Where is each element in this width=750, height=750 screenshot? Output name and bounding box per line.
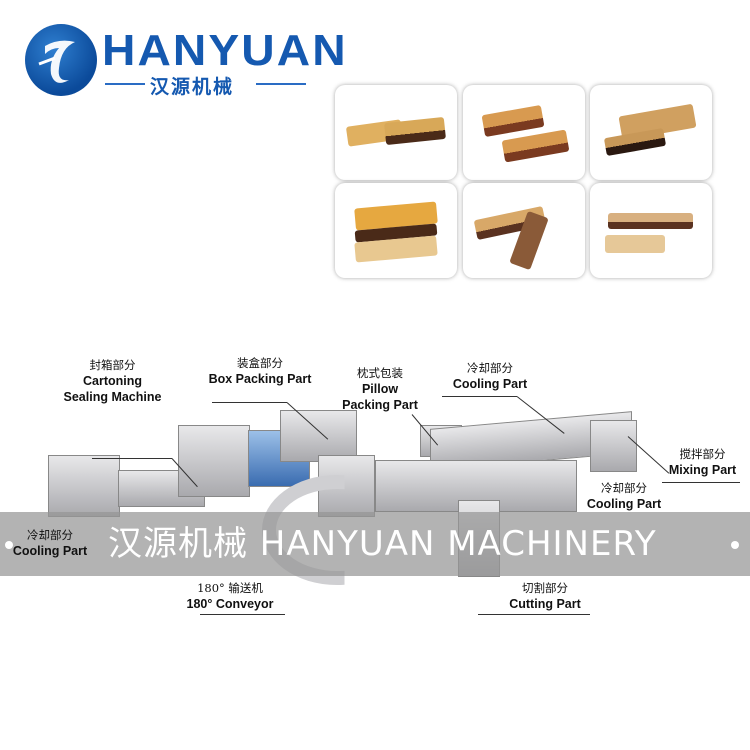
label-cn: 冷却部分 (27, 528, 73, 542)
label-en: Cutting Part (509, 597, 581, 611)
label-cn: 切割部分 (522, 581, 568, 595)
product-photo-4 (335, 183, 457, 278)
mixer (590, 420, 637, 472)
label-conveyor: 180° 输送机 180° Conveyor (175, 580, 285, 612)
leader-line (92, 458, 172, 459)
logo-monogram-icon (25, 24, 97, 96)
divider (105, 83, 145, 85)
label-cooling-top: 冷却部分 Cooling Part (445, 360, 535, 392)
label-cn: 封箱部分 (89, 358, 136, 372)
watermark-banner (0, 512, 750, 576)
cartoning-machine (178, 425, 250, 497)
label-en: Cooling Part (586, 497, 662, 511)
label-box-packing: 装盒部分 Box Packing Part (200, 355, 320, 387)
label-cn: 冷却部分 (467, 361, 513, 375)
label-pillow: 枕式包装 Pillow Packing Part (335, 365, 425, 413)
leader-line (478, 614, 590, 615)
dot-icon (731, 541, 739, 549)
label-cn: 冷却部分 (601, 481, 647, 495)
product-photo-2 (463, 85, 585, 180)
brand-name-cn: 汉源机械 (150, 76, 235, 98)
label-en: Mixing Part (668, 463, 737, 477)
product-photo-6 (590, 183, 712, 278)
dot-icon (5, 541, 13, 549)
label-en: Sealing Machine (63, 390, 162, 404)
divider (256, 83, 306, 85)
label-cutting: 切割部分 Cutting Part (500, 580, 590, 612)
product-photo-3 (590, 85, 712, 180)
carton-sealer-machine (48, 455, 120, 517)
label-en: Box Packing Part (208, 372, 312, 386)
label-en: Cartoning (82, 374, 143, 388)
label-mixing: 搅拌部分 Mixing Part (660, 446, 745, 478)
brand-name: HANYUAN (102, 26, 348, 75)
product-photo-5 (463, 183, 585, 278)
label-cn: 搅拌部分 (679, 447, 726, 461)
product-photo-1 (335, 85, 457, 180)
label-en: Pillow (361, 382, 399, 396)
label-cn: 枕式包装 (357, 366, 403, 380)
label-en: Cooling Part (452, 377, 528, 391)
leader-line (662, 482, 740, 483)
label-cooling-right: 冷却部分 Cooling Part (578, 480, 670, 512)
label-cn: 180° 输送机 (197, 581, 263, 595)
watermark-text: 汉源机械 HANYUAN MACHINERY (108, 524, 657, 564)
leader-line (212, 402, 287, 403)
label-cartoning: 封箱部分 Cartoning Sealing Machine (55, 357, 170, 405)
label-en: Cooling Part (12, 544, 88, 558)
label-en: 180° Conveyor (186, 597, 274, 611)
leader-line (442, 396, 517, 397)
label-cn: 装盒部分 (237, 356, 283, 370)
leader-line (200, 614, 285, 615)
label-cooling-left: 冷却部分 Cooling Part (0, 527, 100, 559)
label-en: Packing Part (342, 398, 418, 412)
